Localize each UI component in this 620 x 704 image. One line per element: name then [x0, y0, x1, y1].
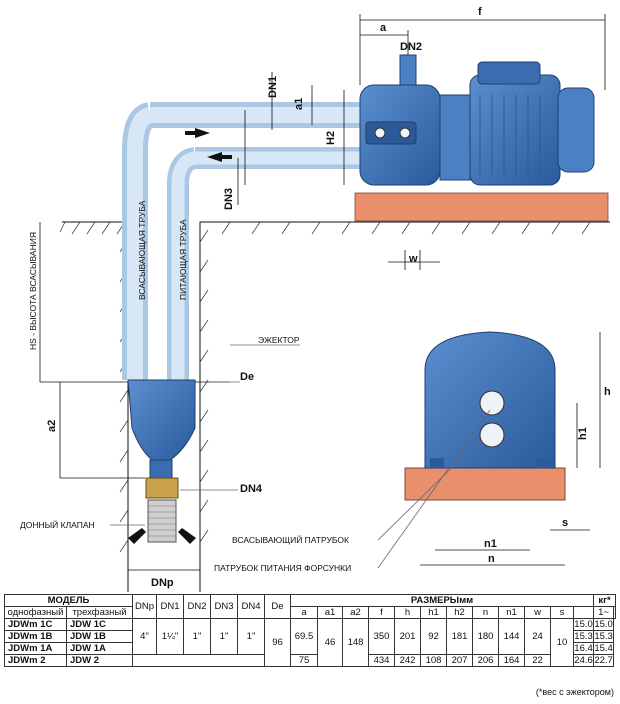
col-dn2: DN2: [183, 594, 211, 619]
table-header-row-1: МОДЕЛЬ DNp DN1 DN2 DN3 DN4 De РАЗМЕРЫмм …: [4, 594, 616, 619]
single-phase-header: однофазный: [4, 606, 67, 619]
pump-base-top: [354, 192, 609, 222]
label-ejector: ЭЖЕКТОР: [258, 335, 300, 345]
pump-installation-diagram: f a DN2 DN1 a1 H2 DN3 w HS - ВЫСОТА ВСАС…: [20, 6, 611, 592]
label-nozzle-port: ПАТРУБОК ПИТАНИЯ ФОРСУНКИ: [214, 563, 351, 573]
col-dn3: DN3: [210, 594, 238, 619]
leader-lines: [110, 344, 491, 569]
table-row: JDWm 1C JDW 1C 4" 1¼" 1" 1" 1" 96 69.5 4…: [4, 618, 616, 667]
table-header-row-2: однофазный трехфазный a a1 a2 f h h1 h2 …: [4, 606, 616, 619]
ejector: [127, 379, 196, 479]
col-dnp: DNp: [132, 594, 157, 619]
foot-valve: [128, 477, 196, 544]
spec-table: МОДЕЛЬ DNp DN1 DN2 DN3 DN4 De РАЗМЕРЫмм …: [4, 594, 616, 667]
dims-header: РАЗМЕРЫмм: [289, 594, 595, 607]
col-a2: a2: [342, 606, 369, 619]
col-h: h: [394, 606, 421, 619]
label-h2: H2: [325, 131, 337, 145]
col-de: De: [264, 594, 291, 619]
col-n1: n1: [498, 606, 525, 619]
label-suction-pipe: ВСАСЫВАЮЩАЯ ТРУБА: [137, 200, 147, 300]
label-hs: HS - ВЫСОТА ВСАСЫВАНИЯ: [28, 232, 38, 350]
table-row: JDWm 2 JDW 2 75 434 242 108 207 206 164 …: [4, 654, 616, 667]
kg-header: кг*: [593, 594, 616, 607]
label-s: s: [562, 517, 568, 529]
label-dn2: DN2: [400, 41, 422, 53]
label-h1: h1: [577, 427, 589, 440]
label-foot-valve: ДОННЫЙ КЛАПАН: [20, 519, 95, 530]
label-h: h: [604, 386, 611, 398]
col-dn1: DN1: [156, 594, 184, 619]
label-dnp: DNp: [151, 577, 174, 589]
flow-arrows: [185, 128, 232, 162]
label-dn3: DN3: [223, 188, 235, 210]
label-dn4: DN4: [240, 483, 263, 495]
label-dn1: DN1: [267, 76, 279, 98]
pump-side-view: [359, 54, 595, 186]
label-suction-port: ВСАСЫВАЮЩИЙ ПАТРУБОК: [232, 534, 349, 545]
col-a: a: [290, 606, 318, 619]
label-n: n: [488, 553, 495, 565]
col-s: s: [550, 606, 574, 619]
weight-footnote: (*вес с эжектором): [535, 687, 614, 697]
label-de: De: [240, 371, 254, 383]
label-a2: a2: [46, 420, 58, 432]
label-n1: n1: [484, 538, 497, 550]
col-h2: h2: [446, 606, 473, 619]
label-a: a: [380, 22, 387, 34]
col-f: f: [368, 606, 395, 619]
label-f: f: [478, 6, 482, 18]
pipes: [122, 102, 360, 380]
label-a1: a1: [293, 98, 305, 110]
col-kg-1ph: 1~: [593, 606, 615, 619]
col-h1: h1: [420, 606, 447, 619]
model-header: МОДЕЛЬ: [4, 594, 133, 607]
col-dn4: DN4: [237, 594, 265, 619]
col-kg-3ph: 3~: [613, 606, 616, 619]
label-supply-pipe: ПИТАЮЩАЯ ТРУБА: [178, 219, 188, 300]
col-a1: a1: [317, 606, 343, 619]
col-w: w: [524, 606, 551, 619]
three-phase-header: трехфазный: [66, 606, 133, 619]
label-w: w: [408, 253, 418, 265]
col-n: n: [472, 606, 499, 619]
pump-front-view: [404, 331, 566, 501]
dimension-lines: [39, 14, 606, 575]
